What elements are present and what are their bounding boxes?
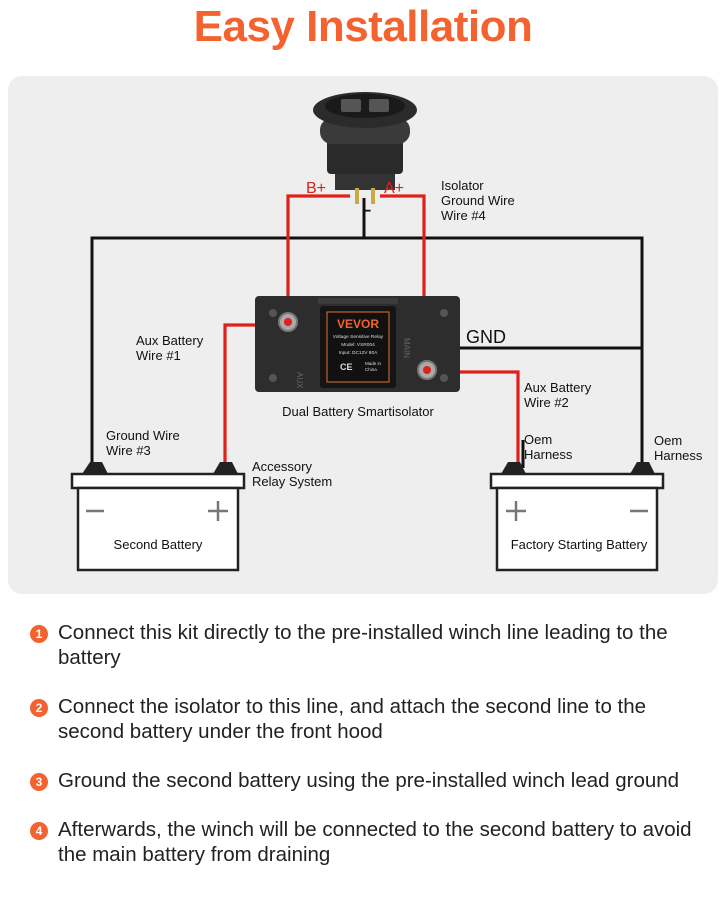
relay-ce-mark: CE	[340, 362, 353, 372]
steps-list: 1 Connect this kit directly to the pre-i…	[30, 620, 710, 891]
second-battery: Second Battery	[70, 462, 246, 572]
dual-battery-label: Dual Battery Smartisolator	[282, 404, 434, 419]
step-number-badge: 1	[30, 625, 48, 643]
wiring-diagram: VEVOR Voltage Sensitive Relay Model: VSR…	[70, 92, 703, 572]
factory-battery-label: Factory Starting Battery	[511, 537, 648, 552]
aux-battery-1-label-1: Aux Battery	[136, 333, 204, 348]
oem-harness-right-label-2: Harness	[654, 448, 703, 463]
smart-isolator-relay: VEVOR Voltage Sensitive Relay Model: VSR…	[255, 296, 460, 392]
relay-made-in-1: Made in	[365, 361, 382, 366]
ground-loop-wire	[90, 236, 644, 468]
isolator-ground-label-3: Wire #4	[441, 208, 486, 223]
plus-sign-icon	[208, 501, 228, 521]
isolator-ground-label-2: Ground Wire	[441, 193, 515, 208]
aux-battery-2-label-1: Aux Battery	[524, 380, 592, 395]
b-plus-label: B+	[306, 180, 326, 197]
step-text: Connect the isolator to this line, and a…	[58, 695, 647, 743]
ground-wire-3-label-1: Ground Wire	[106, 428, 180, 443]
aux-battery-2-label-2: Wire #2	[524, 395, 569, 410]
oem-harness-left-label-2: Harness	[524, 447, 573, 462]
relay-made-in-2: China	[365, 367, 377, 372]
step-1: 1 Connect this kit directly to the pre-i…	[30, 620, 710, 670]
step-number-badge: 4	[30, 822, 48, 840]
oem-harness-right-label-1: Oem	[654, 433, 682, 448]
step-number-badge: 3	[30, 773, 48, 791]
relay-label-line2: Model: VSR004	[341, 342, 375, 348]
step-text: Connect this kit directly to the pre-ins…	[58, 621, 668, 669]
relay-side-aux: AUX	[295, 372, 304, 389]
b-plus-wire	[286, 194, 350, 318]
plus-sign-icon	[506, 501, 526, 521]
relay-side-main: MAIN	[402, 338, 411, 358]
isolator-switch	[313, 92, 417, 204]
step-text: Afterwards, the winch will be connected …	[58, 818, 692, 866]
relay-brand: VEVOR	[337, 317, 379, 331]
minus-label: −	[362, 203, 371, 220]
step-4: 4 Afterwards, the winch will be connecte…	[30, 817, 710, 867]
gnd-label: GND	[466, 327, 506, 347]
aux-battery-1-label-2: Wire #1	[136, 348, 181, 363]
page-title: Easy Installation	[193, 2, 533, 51]
second-battery-label: Second Battery	[114, 537, 203, 552]
step-2: 2 Connect the isolator to this line, and…	[30, 694, 710, 744]
step-number-badge: 2	[30, 699, 48, 717]
a-plus-label: A+	[384, 180, 404, 197]
relay-label-line3: Input: DC12V 80A	[339, 350, 378, 356]
accessory-relay-label-2: Relay System	[252, 474, 332, 489]
factory-starting-battery: Factory Starting Battery	[489, 462, 665, 572]
oem-harness-left-label-1: Oem	[524, 432, 552, 447]
step-text: Ground the second battery using the pre-…	[58, 769, 680, 792]
step-3: 3 Ground the second battery using the pr…	[30, 768, 710, 793]
ground-wire-3-label-2: Wire #3	[106, 443, 151, 458]
accessory-relay-label-1: Accessory	[252, 459, 312, 474]
relay-label-line1: Voltage Sensitive Relay	[333, 334, 384, 340]
black-wires	[90, 198, 644, 468]
isolator-ground-label-1: Isolator	[441, 178, 484, 193]
